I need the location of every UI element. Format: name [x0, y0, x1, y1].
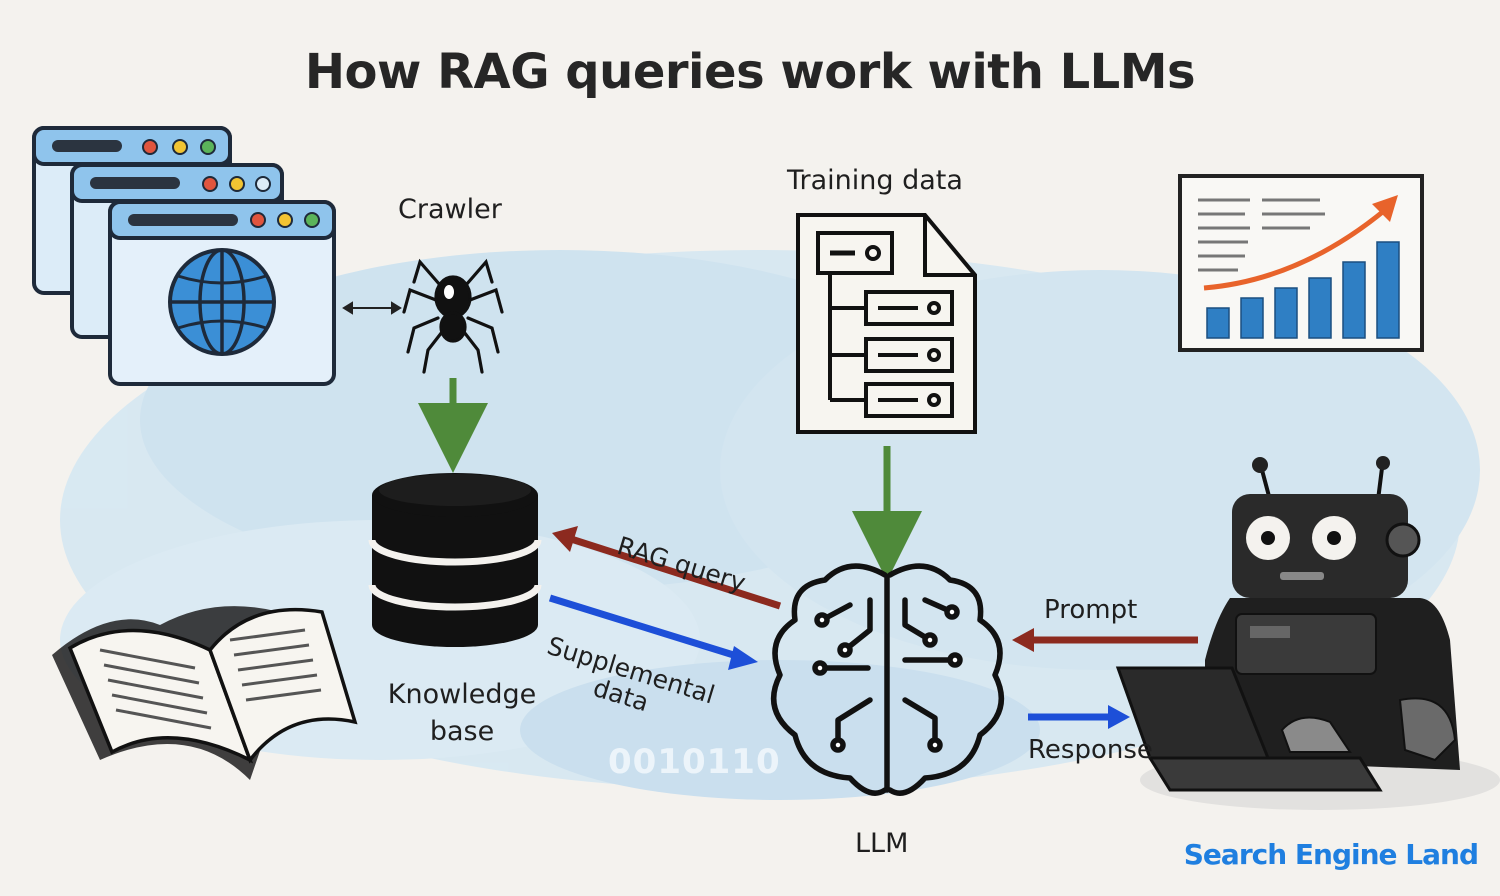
robot-user-icon [1115, 456, 1500, 810]
bidirectional-arrow-icon [342, 301, 402, 315]
globe-icon [168, 248, 276, 356]
database-icon [368, 473, 542, 647]
crawler-label: Crawler [398, 194, 502, 225]
web-pages-icon [32, 126, 336, 386]
browser-window-front [108, 200, 336, 386]
prompt-arrow [1012, 628, 1198, 652]
knowledge-base-label-line1: Knowledge [387, 679, 537, 710]
supplemental-data-arrow [548, 594, 758, 670]
training-document-icon [796, 213, 977, 434]
response-arrow [1028, 705, 1130, 729]
rag-query-arrow [552, 526, 782, 610]
llm-brain-icon [770, 563, 1005, 796]
page-title: How RAG queries work with LLMs [304, 44, 1196, 100]
book-icon [52, 606, 358, 780]
llm-label: LLM [855, 828, 909, 859]
growth-chart-icon [1178, 174, 1424, 352]
brand-logo: Search Engine Land [1183, 838, 1479, 871]
knowledge-base-label-line2: base [429, 716, 495, 747]
training-data-label: Training data [787, 165, 963, 196]
prompt-label: Prompt [1044, 595, 1138, 625]
spider-crawler-icon [402, 258, 504, 374]
response-label: Response [1028, 735, 1153, 765]
binary-digits-text: 0010110 [608, 742, 781, 782]
